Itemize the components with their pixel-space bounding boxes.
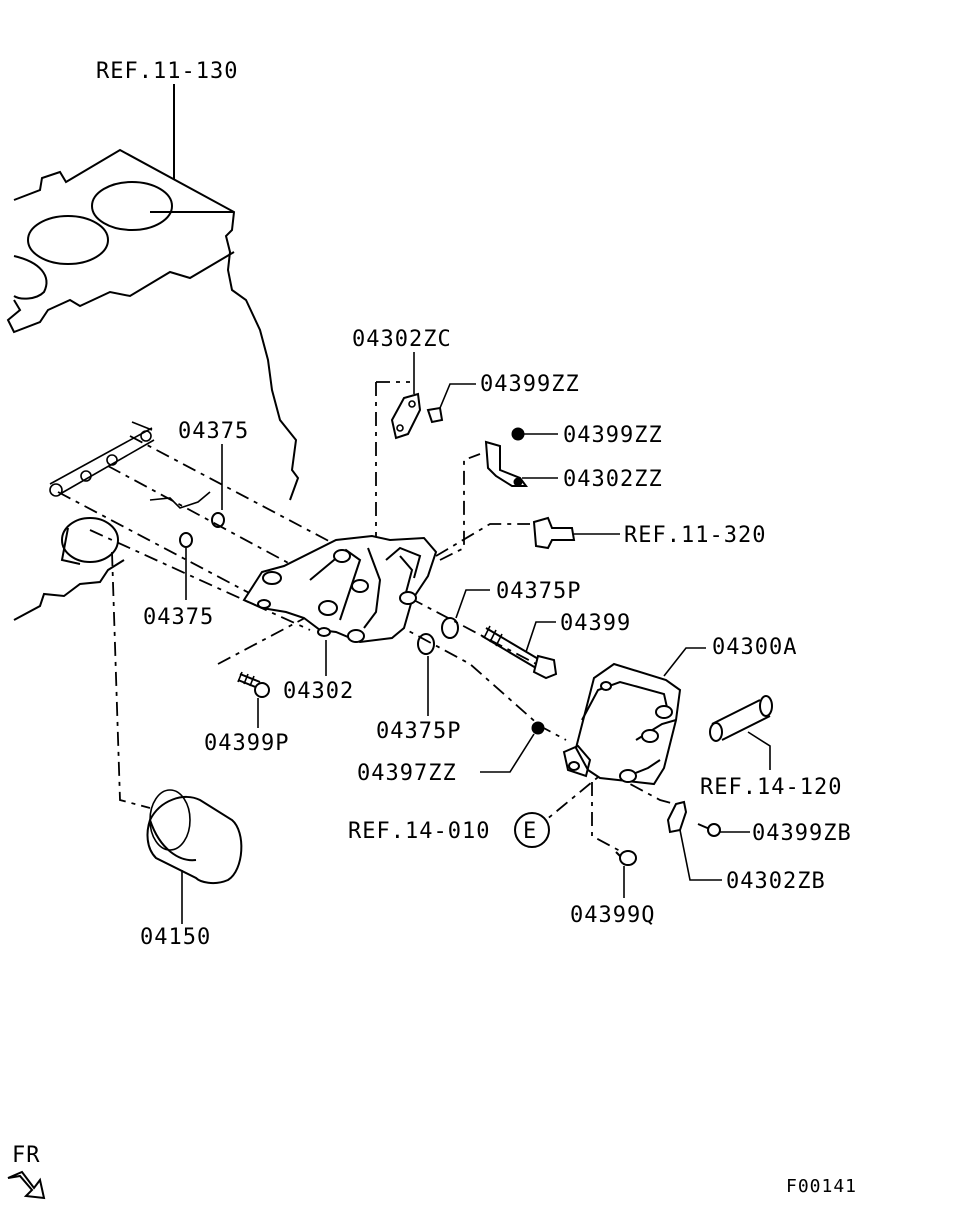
bracket-04302ZB	[666, 800, 688, 834]
front-direction-arrow-icon	[7, 1170, 46, 1200]
bracket-04302ZZ	[484, 440, 528, 487]
engine-block	[6, 148, 300, 621]
leader-lines	[181, 352, 771, 924]
label-04300A: 04300A	[712, 635, 797, 660]
label-04399ZZ-b: 04399ZZ	[563, 423, 663, 448]
label-04375-top: 04375	[178, 419, 249, 444]
oring-04375-bottom	[179, 532, 193, 548]
bolt-04399ZZ-upper	[426, 406, 444, 424]
label-04399P: 04399P	[204, 731, 289, 756]
figure-id: F00141	[786, 1176, 857, 1197]
label-ref-11-320: REF.11-320	[624, 523, 766, 548]
label-04399Q: 04399Q	[570, 903, 655, 928]
bolt-04399	[481, 625, 558, 680]
label-04399ZB: 04399ZB	[752, 821, 852, 846]
label-04399ZZ-a: 04399ZZ	[480, 372, 580, 397]
coolant-hose	[709, 695, 773, 742]
label-04375-bottom: 04375	[143, 605, 214, 630]
oring-04375P-right	[441, 617, 459, 639]
oil-cooler	[562, 662, 682, 786]
assembly-centerlines	[57, 381, 683, 853]
oil-filter	[146, 789, 243, 885]
label-ref-14-120: REF.14-120	[700, 775, 842, 800]
label-04375P-right: 04375P	[496, 579, 581, 604]
label-ref-14-010: REF.14-010	[348, 819, 490, 844]
plug-04397ZZ	[531, 721, 545, 735]
label-04150: 04150	[140, 925, 211, 950]
oring-04375-top	[211, 512, 225, 528]
label-04399: 04399	[560, 611, 631, 636]
label-04302: 04302	[283, 679, 354, 704]
oil-filter-bracket	[242, 534, 438, 644]
bolt-04399ZB	[697, 823, 721, 837]
label-04397ZZ: 04397ZZ	[357, 761, 457, 786]
label-04302ZB: 04302ZB	[726, 869, 826, 894]
bolt-04399ZZ-mid	[511, 427, 525, 441]
label-04375P-low: 04375P	[376, 719, 461, 744]
oring-04375P-low	[417, 633, 435, 655]
label-ref-11-130: REF.11-130	[96, 59, 238, 84]
bolt-04399P	[237, 671, 270, 698]
bolt-04399Q	[615, 850, 637, 866]
front-label: FR	[12, 1143, 41, 1168]
label-04302ZZ: 04302ZZ	[563, 467, 663, 492]
reference-circle-e	[514, 812, 550, 848]
label-circle-e: E	[523, 819, 537, 844]
bracket-04302ZC	[390, 392, 422, 440]
oil-pressure-sensor	[532, 516, 576, 550]
label-04302ZC: 04302ZC	[352, 327, 452, 352]
